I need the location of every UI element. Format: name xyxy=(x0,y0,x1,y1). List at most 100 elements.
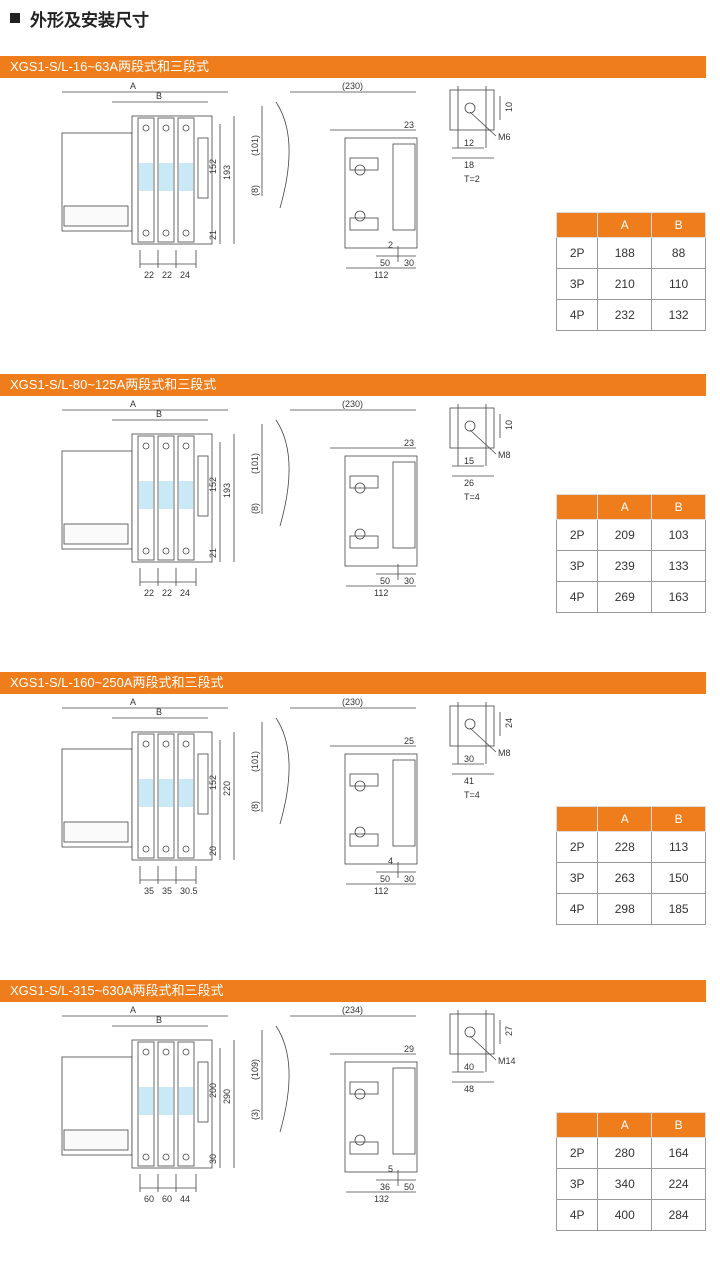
dim-screw: M14 xyxy=(498,1056,516,1066)
dim-h2: 220 xyxy=(222,781,232,796)
table-header-cell: B xyxy=(651,1112,706,1138)
table-cell: 4P xyxy=(555,299,599,331)
dimension-table: A B 2P 280 164 3P 340 224 4P 400 xyxy=(555,1112,706,1231)
table-header-cell: A xyxy=(597,806,653,832)
table-cell: 88 xyxy=(651,237,706,269)
dim-side-w1: 5 xyxy=(388,1164,393,1174)
table-cell: 4P xyxy=(555,581,599,613)
dim-side-w2: 50 xyxy=(380,576,390,586)
dim-w3: 44 xyxy=(180,1194,190,1204)
hole-detail-view xyxy=(449,702,501,775)
side-view xyxy=(261,409,418,587)
dim-h1: 152 xyxy=(208,477,218,492)
dim-w2: 22 xyxy=(162,588,172,598)
dim-depth: (234) xyxy=(342,1005,363,1015)
table-cell: 210 xyxy=(597,268,653,300)
dim-detail-h: 24 xyxy=(504,718,514,728)
table-header-row: A B xyxy=(555,212,706,238)
table-cell: 3P xyxy=(555,268,599,300)
table-cell: 164 xyxy=(651,1137,706,1169)
section-banner: XGS1-S/L-315~630A两段式和三段式 xyxy=(0,980,706,1002)
table-row: 2P 188 88 xyxy=(555,237,706,269)
table-header-cell xyxy=(555,212,599,238)
table-header-cell: B xyxy=(651,212,706,238)
table-cell: 2P xyxy=(555,237,599,269)
table-cell: 103 xyxy=(651,519,706,551)
dim-thickness: T=4 xyxy=(464,492,480,502)
dim-side-h1: (109) xyxy=(250,1059,260,1080)
dim-r1: 25 xyxy=(404,736,414,746)
table-cell: 110 xyxy=(651,268,706,300)
table-row: 4P 298 185 xyxy=(555,893,706,925)
table-cell: 298 xyxy=(597,893,653,925)
dim-w2: 35 xyxy=(162,886,172,896)
dimension-drawing: A B 152 193 21 22 22 24 (230) 23 (101) (… xyxy=(61,81,514,280)
dim-h1: 152 xyxy=(208,159,218,174)
dim-detail-w1: 40 xyxy=(464,1062,474,1072)
table-cell: 3P xyxy=(555,862,599,894)
table-cell: 400 xyxy=(597,1199,653,1231)
side-view xyxy=(261,91,418,269)
dim-side-w4: 112 xyxy=(374,270,388,280)
table-cell: 185 xyxy=(651,893,706,925)
dim-h3: 20 xyxy=(208,846,218,856)
dimension-table: A B 2P 228 113 3P 263 150 4P 298 xyxy=(555,806,706,925)
dim-detail-w2: 48 xyxy=(464,1084,474,1094)
dim-detail-w1: 12 xyxy=(464,138,474,148)
table-header-cell xyxy=(555,494,599,520)
dimension-drawing: A B 152 220 20 35 35 30.5 (230) 25 (101)… xyxy=(61,697,514,896)
dim-screw: M8 xyxy=(498,748,511,758)
table-cell: 269 xyxy=(597,581,653,613)
dimension-drawing: A B 152 193 21 22 22 24 (230) 23 (101) (… xyxy=(61,399,514,598)
dim-side-w3: 30 xyxy=(404,874,414,884)
dim-depth: (230) xyxy=(342,697,363,707)
dim-side-w2: 50 xyxy=(380,874,390,884)
hole-detail-view xyxy=(449,404,501,477)
table-header-cell: B xyxy=(651,494,706,520)
dim-h2: 193 xyxy=(222,165,232,180)
table-cell: 132 xyxy=(651,299,706,331)
dim-side-h1: (101) xyxy=(250,453,260,474)
table-cell: 150 xyxy=(651,862,706,894)
dim-h2: 193 xyxy=(222,483,232,498)
table-cell: 4P xyxy=(555,1199,599,1231)
dim-detail-w2: 41 xyxy=(464,776,474,786)
dim-b: B xyxy=(156,707,162,717)
dim-side-w2: 50 xyxy=(380,258,390,268)
dim-side-h1: (101) xyxy=(250,135,260,156)
table-cell: 228 xyxy=(597,831,653,863)
dim-r1: 29 xyxy=(404,1044,414,1054)
dim-side-w3: 50 xyxy=(404,1182,414,1192)
table-header-cell: B xyxy=(651,806,706,832)
front-view xyxy=(61,707,235,884)
dim-detail-h: 10 xyxy=(504,420,514,430)
section-banner: XGS1-S/L-160~250A两段式和三段式 xyxy=(0,672,706,694)
table-header-cell xyxy=(555,1112,599,1138)
dim-h3: 21 xyxy=(208,548,218,558)
dim-side-h2: (3) xyxy=(250,1109,260,1120)
table-cell: 284 xyxy=(651,1199,706,1231)
dim-a: A xyxy=(130,697,136,707)
dim-detail-h: 27 xyxy=(504,1026,514,1036)
dim-b: B xyxy=(156,409,162,419)
page-title: 外形及安装尺寸 xyxy=(10,6,149,30)
page-title-text: 外形及安装尺寸 xyxy=(30,10,149,30)
dim-h3: 21 xyxy=(208,230,218,240)
table-cell: 188 xyxy=(597,237,653,269)
dim-depth: (230) xyxy=(342,81,363,91)
dim-screw: M6 xyxy=(498,132,511,142)
table-header-cell xyxy=(555,806,599,832)
table-cell: 163 xyxy=(651,581,706,613)
side-view xyxy=(261,707,418,885)
table-cell: 340 xyxy=(597,1168,653,1200)
dim-side-h2: (8) xyxy=(250,503,260,514)
dim-a: A xyxy=(130,1005,136,1015)
dim-w3: 30.5 xyxy=(180,886,198,896)
table-cell: 280 xyxy=(597,1137,653,1169)
table-cell: 2P xyxy=(555,1137,599,1169)
dim-w1: 60 xyxy=(144,1194,154,1204)
dim-w3: 24 xyxy=(180,270,190,280)
dim-side-w3: 30 xyxy=(404,576,414,586)
dimension-table: A B 2P 209 103 3P 239 133 4P 269 xyxy=(555,494,706,613)
dim-detail-h: 10 xyxy=(504,102,514,112)
